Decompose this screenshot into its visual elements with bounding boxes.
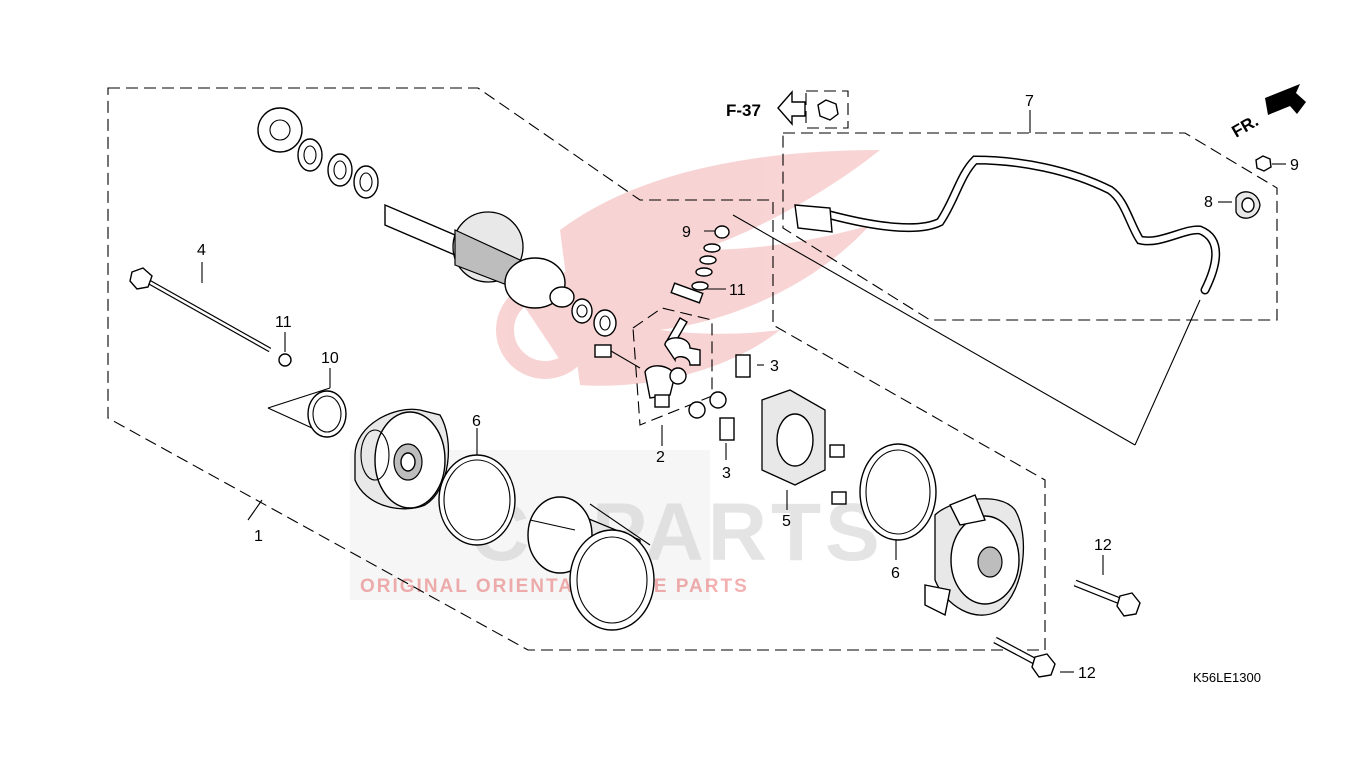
callout-6-left: 6	[472, 413, 481, 430]
armature	[384, 203, 575, 309]
callout-6-right: 6	[891, 565, 900, 582]
brush-holder-part-5	[761, 389, 847, 505]
cable-assembly-outline	[782, 132, 1278, 321]
cap-part-8	[1235, 191, 1261, 219]
callout-11-center: 11	[729, 282, 746, 299]
callout-4: 4	[197, 242, 206, 259]
brush-holder-outline	[632, 307, 713, 426]
springs-part-3	[719, 354, 751, 441]
callout-5: 5	[782, 513, 791, 530]
reference-label-f37: F-37	[726, 101, 761, 120]
leader-lines	[201, 110, 1286, 673]
reference-arrow-f37	[777, 90, 806, 126]
callout-10: 10	[321, 350, 339, 367]
callout-12-lower: 12	[1078, 665, 1096, 682]
shim-washers	[297, 138, 617, 337]
lock-plate	[257, 107, 303, 153]
front-direction-arrow	[1265, 84, 1306, 115]
o-ring-part-6-right	[859, 443, 937, 541]
nut-ref-outline	[805, 90, 849, 129]
yoke-cylinder	[527, 496, 655, 631]
callout-2: 2	[656, 449, 665, 466]
brush-parts-part-2	[594, 282, 727, 419]
callout-9-center: 9	[682, 224, 691, 241]
bolt-part-12-lower	[993, 636, 1056, 678]
callout-12-upper: 12	[1094, 537, 1112, 554]
callout-3-upper: 3	[770, 358, 779, 375]
front-cover	[354, 408, 450, 510]
callout-3-lower: 3	[722, 465, 731, 482]
terminal-screws-part-9-11	[691, 225, 730, 291]
o-ring-part-10	[307, 390, 347, 438]
starter-cable-part-7	[794, 99, 1221, 295]
callout-11-left: 11	[275, 314, 292, 331]
watermark-tagline: ORIGINAL ORIENTAL SPARE PARTS	[360, 576, 749, 597]
bolt-part-12-upper	[1073, 579, 1141, 617]
long-bolt-part-4	[129, 267, 272, 353]
o-ring-part-6-left	[438, 454, 516, 546]
diagram-code: K56LE1300	[1193, 670, 1261, 685]
callout-1: 1	[254, 528, 263, 545]
rear-cover	[924, 494, 1025, 617]
washer-part-11	[278, 353, 292, 367]
front-direction-label: FR.	[1229, 111, 1262, 141]
nut-part-9-right	[1255, 155, 1272, 172]
callout-7: 7	[1025, 93, 1034, 110]
callout-8: 8	[1204, 194, 1213, 211]
callout-9-right: 9	[1290, 157, 1299, 174]
starter-motor-assembly-outline	[107, 87, 1046, 651]
